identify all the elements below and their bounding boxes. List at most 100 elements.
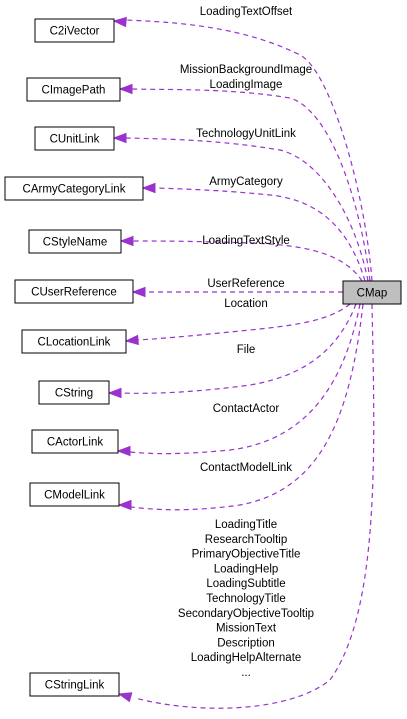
node-cactor-link[interactable]: CActorLink: [31, 429, 119, 454]
edge-line: [129, 303, 361, 455]
node-box: [29, 672, 120, 697]
edge-label-cactor-link: ContactActor: [213, 403, 280, 415]
edge-label-cstyle-name: LoadingTextStyle: [202, 235, 290, 247]
edge-line: [130, 303, 364, 511]
edge-label-text: MissionText: [216, 623, 277, 635]
edge-cstring: [107, 303, 357, 399]
edge-line: [125, 137, 369, 282]
edge-label-clocation-link: Location: [224, 298, 267, 310]
node-label: CLocationLink: [38, 337, 111, 349]
node-label: CStringLink: [45, 680, 105, 692]
edge-line: [132, 240, 363, 282]
node-box: [28, 229, 122, 254]
edge-label-text: ArmyCategory: [209, 176, 283, 188]
arrowhead-icon: [118, 83, 133, 95]
node-box: [29, 482, 120, 507]
node-label: CUserReference: [31, 287, 117, 299]
edge-clocation-link: [124, 303, 351, 346]
edge-label-text: ContactModelLink: [200, 462, 292, 474]
node-box: [342, 280, 402, 305]
edge-label-text: UserReference: [207, 278, 284, 290]
edge-label-text: MissionBackgroundImage: [180, 64, 312, 76]
edge-label-text: Description: [217, 637, 275, 649]
edge-cuser-reference: [131, 286, 343, 298]
edge-label-text: LoadingSubtitle: [206, 578, 285, 590]
edge-label-text: Location: [224, 298, 267, 310]
node-box: [14, 279, 134, 304]
edge-c2i-vector: [112, 16, 373, 282]
node-label: CUnitLink: [50, 134, 100, 146]
arrowhead-icon: [112, 16, 127, 28]
edge-label-text: LoadingHelpAlternate: [191, 652, 302, 664]
edge-label-text: File: [237, 344, 256, 356]
edge-line: [120, 303, 357, 394]
main-node-label: CMap: [357, 288, 388, 300]
node-label: CStyleName: [43, 237, 108, 249]
edge-label-cuser-reference: UserReference: [207, 278, 284, 290]
edge-label-cmodel-link: ContactModelLink: [200, 462, 292, 474]
arrowhead-icon: [112, 132, 127, 144]
node-box: [38, 380, 110, 405]
edge-label-text: ContactActor: [213, 403, 280, 415]
edge-cunit-link: [112, 132, 369, 282]
node-label: CArmyCategoryLink: [23, 184, 126, 196]
edge-label-text: LoadingHelp: [214, 563, 279, 575]
edge-label-text: LoadingTextOffset: [200, 6, 293, 18]
node-box: [21, 329, 127, 354]
edge-label-text: PrimaryObjectiveTitle: [192, 549, 301, 561]
edge-label-carmy-category-link: ArmyCategory: [209, 176, 283, 188]
edge-label-c2i-vector: LoadingTextOffset: [200, 6, 293, 18]
edge-label-text: TechnologyUnitLink: [196, 128, 296, 140]
edge-labels: LoadingTextOffsetMissionBackgroundImageL…: [178, 6, 314, 679]
edge-cimage-path: [118, 83, 371, 282]
edges: [107, 16, 375, 709]
node-box: [34, 18, 115, 43]
arrowhead-icon: [124, 334, 139, 346]
edge-label-text: LoadingTextStyle: [202, 235, 290, 247]
arrowhead-icon: [116, 445, 131, 457]
edge-label-cstring: File: [237, 344, 256, 356]
node-label: CActorLink: [47, 437, 103, 449]
node-label: CImagePath: [42, 85, 106, 97]
node-label: CModelLink: [44, 490, 105, 502]
arrowhead-icon: [117, 692, 133, 703]
edge-label-text: ...: [241, 667, 251, 679]
arrowhead-icon: [131, 286, 146, 298]
edge-carmy-category-link: [141, 182, 366, 282]
arrowhead-icon: [119, 235, 134, 247]
nodes: C2iVectorCImagePathCUnitLinkCArmyCategor…: [4, 18, 402, 697]
node-cmap[interactable]: CMap: [342, 280, 402, 305]
arrowhead-icon: [141, 182, 156, 194]
edge-label-text: LoadingTitle: [215, 519, 277, 531]
node-cstring-link[interactable]: CStringLink: [29, 672, 120, 697]
node-cuser-reference[interactable]: CUserReference: [14, 279, 134, 304]
edge-label-cstring-link: LoadingTitleResearchTooltipPrimaryObject…: [178, 519, 314, 679]
arrowhead-icon: [117, 499, 132, 511]
node-clocation-link[interactable]: CLocationLink: [21, 329, 127, 354]
edge-label-text: TechnologyTitle: [206, 593, 285, 605]
edge-label-text: ResearchTooltip: [205, 534, 287, 546]
edge-cactor-link: [116, 303, 361, 457]
edge-line: [154, 187, 366, 282]
node-c2i-vector[interactable]: C2iVector: [34, 18, 115, 43]
edge-cstring-link: [117, 303, 375, 709]
node-cimage-path[interactable]: CImagePath: [26, 77, 121, 102]
node-cmodel-link[interactable]: CModelLink: [29, 482, 120, 507]
edge-cstyle-name: [119, 235, 363, 282]
node-cstring[interactable]: CString: [38, 380, 110, 405]
edge-label-cunit-link: TechnologyUnitLink: [196, 128, 296, 140]
edge-label-text: LoadingImage: [210, 79, 283, 91]
node-cunit-link[interactable]: CUnitLink: [34, 126, 115, 151]
node-label: C2iVector: [50, 26, 100, 38]
node-cstyle-name[interactable]: CStyleName: [28, 229, 122, 254]
arrowhead-icon: [107, 387, 122, 399]
edge-line: [134, 303, 375, 709]
edge-label-text: SecondaryObjectiveTooltip: [178, 608, 314, 620]
node-box: [34, 126, 115, 151]
node-box: [4, 176, 144, 201]
node-box: [26, 77, 121, 102]
node-label: CString: [55, 388, 93, 400]
node-carmy-category-link[interactable]: CArmyCategoryLink: [4, 176, 144, 201]
